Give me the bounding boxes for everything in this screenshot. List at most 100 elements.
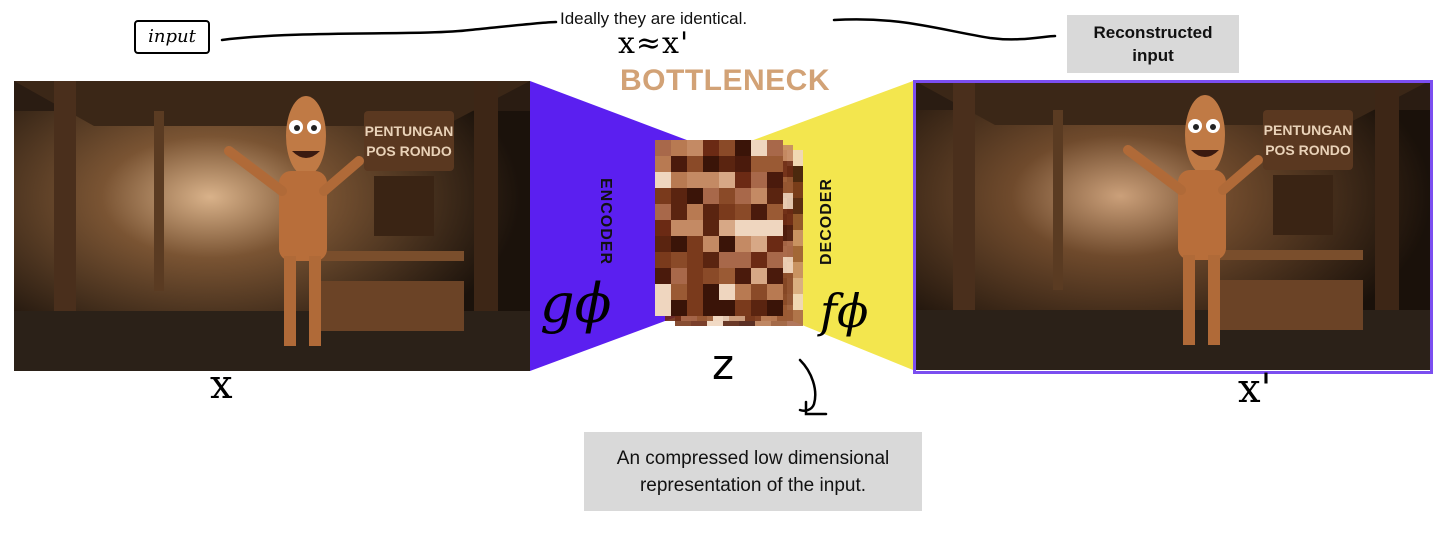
encoder-function-label: gϕ [540,272,612,335]
latent-description: An compressed low dimensional representa… [616,447,890,496]
latent-pixel [703,188,719,204]
latent-pixel [751,268,767,284]
latent-pixel [751,300,767,316]
latent-pixel [671,156,687,172]
latent-description-box: An compressed low dimensional representa… [584,432,922,511]
bottleneck-title: BOTTLENECK [620,64,830,97]
latent-pixel [735,220,751,236]
latent-pixel [703,204,719,220]
latent-pixel [687,268,703,284]
svg-text:PENTUNGAN: PENTUNGAN [1264,122,1353,138]
latent-pixel [735,300,751,316]
latent-pixel [687,172,703,188]
latent-pixel [687,188,703,204]
latent-pixel [687,156,703,172]
latent-pixel [655,140,671,156]
latent-pixel [655,236,671,252]
latent-pixel [767,284,783,300]
latent-pixel [735,268,751,284]
latent-code-z [655,140,803,326]
latent-pixel [671,300,687,316]
reconstructed-input-label: Reconstructed input [1093,23,1213,65]
latent-pixel [719,172,735,188]
latent-pixel [671,220,687,236]
svg-text:PENTUNGAN: PENTUNGAN [365,123,454,139]
latent-pixel [671,236,687,252]
latent-pixel [767,188,783,204]
input-variable-label: x [210,362,233,408]
latent-pixel [735,188,751,204]
latent-pixel [671,204,687,220]
latent-pixel [719,204,735,220]
latent-pixel [655,284,671,300]
latent-pixel [735,236,751,252]
latent-pixel [655,188,671,204]
reconstructed-image: PENTUNGAN POS RONDO [913,80,1431,370]
latent-pixel [735,252,751,268]
latent-pixel [687,300,703,316]
latent-pixel [751,284,767,300]
decoder-function-label: fϕ [820,284,869,338]
latent-pixel [751,252,767,268]
latent-pixel [735,156,751,172]
latent-pixel [719,188,735,204]
latent-pixel [735,140,751,156]
latent-pixel [703,300,719,316]
latent-pixel [767,140,783,156]
latent-pixel [719,156,735,172]
input-image-art: PENTUNGAN POS RONDO [14,81,530,371]
latent-pixel [751,188,767,204]
latent-pixel [671,188,687,204]
latent-pixel [671,284,687,300]
latent-pixel [767,204,783,220]
latent-pixel [655,252,671,268]
latent-pixel [767,268,783,284]
latent-pixel [687,236,703,252]
latent-pixel [655,268,671,284]
latent-pixel [719,300,735,316]
latent-pixel [687,140,703,156]
latent-pixel [671,140,687,156]
latent-pixel [655,220,671,236]
svg-text:POS RONDO: POS RONDO [366,143,452,159]
decoder-label: DECODER [818,178,835,266]
latent-pixel [751,204,767,220]
latent-pixel [703,220,719,236]
latent-pixel [751,236,767,252]
latent-pixel [687,220,703,236]
latent-pixel [655,156,671,172]
latent-pixel [719,252,735,268]
latent-pixel [671,268,687,284]
reconstructed-input-box: Reconstructed input [1067,15,1239,73]
latent-pixel [703,156,719,172]
svg-text:POS RONDO: POS RONDO [1265,142,1351,158]
latent-pixel [735,204,751,220]
latent-pixel [735,172,751,188]
latent-pixel [655,300,671,316]
identical-note: Ideally they are identical. [560,9,748,28]
latent-pixel [703,268,719,284]
latent-pixel [671,252,687,268]
input-image: PENTUNGAN POS RONDO [14,81,530,371]
latent-pixel [719,220,735,236]
latent-pixel [719,140,735,156]
latent-pixel [735,284,751,300]
latent-pixel [719,268,735,284]
latent-pixel [703,284,719,300]
latent-pixel [767,156,783,172]
latent-pixel [687,204,703,220]
latent-pixel [767,220,783,236]
latent-pixel [751,220,767,236]
latent-variable-label: z [712,340,735,389]
reconstructed-image-art: PENTUNGAN POS RONDO [913,80,1431,370]
output-variable-label: x' [1238,366,1272,412]
latent-pixel [767,252,783,268]
latent-pixel [687,284,703,300]
equation: x≈x' [618,26,690,61]
latent-pixel [767,172,783,188]
latent-pixel [671,172,687,188]
latent-pixel [703,252,719,268]
latent-pixel [687,252,703,268]
latent-pixel [767,300,783,316]
